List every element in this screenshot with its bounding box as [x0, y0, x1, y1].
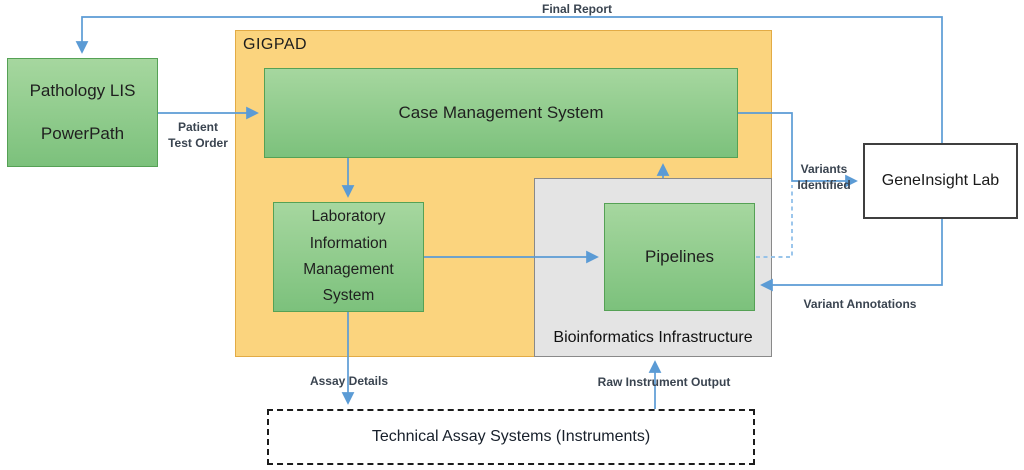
node-pathology-lis: Pathology LIS PowerPath: [7, 58, 158, 167]
lims-label-line1: Laboratory: [311, 208, 386, 226]
pathology-lis-subtitle: PowerPath: [40, 124, 125, 144]
edge-label-raw-instrument-output: Raw Instrument Output: [597, 375, 731, 389]
bioinformatics-infrastructure-label: Bioinformatics Infrastructure: [553, 329, 753, 346]
edge-label-assay-details: Assay Details: [309, 374, 389, 388]
geneinsight-lab-label: GeneInsight Lab: [881, 172, 1000, 189]
connector-variant-annotations: [760, 219, 943, 292]
edge-label-variants-identified: Variants Identified: [787, 162, 861, 194]
node-lims: Laboratory Information Management System: [273, 202, 424, 312]
pathology-lis-title: Pathology LIS: [29, 80, 136, 100]
lims-label-line4: System: [322, 287, 375, 305]
edge-label-variant-annotations: Variant Annotations: [803, 297, 917, 311]
pipelines-label: Pipelines: [645, 247, 714, 266]
node-technical-assay-systems: Technical Assay Systems (Instruments): [267, 409, 755, 465]
node-pipelines: Pipelines: [604, 203, 755, 311]
gigpad-container-label: GIGPAD: [243, 36, 308, 53]
edge-label-patient-line2: Test Order: [168, 135, 228, 150]
lims-label-line3: Management: [303, 261, 394, 278]
node-case-management-system: Case Management System: [264, 68, 738, 158]
case-management-system-label: Case Management System: [398, 103, 604, 122]
lims-label-line2: Information: [309, 234, 388, 252]
edge-label-patient-test-order: Patient Test Order: [160, 120, 236, 152]
edge-label-variants-line2: Identified: [797, 177, 851, 192]
edge-label-patient-line1: Patient: [177, 120, 218, 134]
edge-label-variants-line1: Variants: [800, 162, 848, 176]
technical-assay-systems-label: Technical Assay Systems (Instruments): [371, 428, 651, 445]
node-geneinsight-lab: GeneInsight Lab: [863, 143, 1018, 219]
edge-label-final-report: Final Report: [541, 2, 612, 16]
